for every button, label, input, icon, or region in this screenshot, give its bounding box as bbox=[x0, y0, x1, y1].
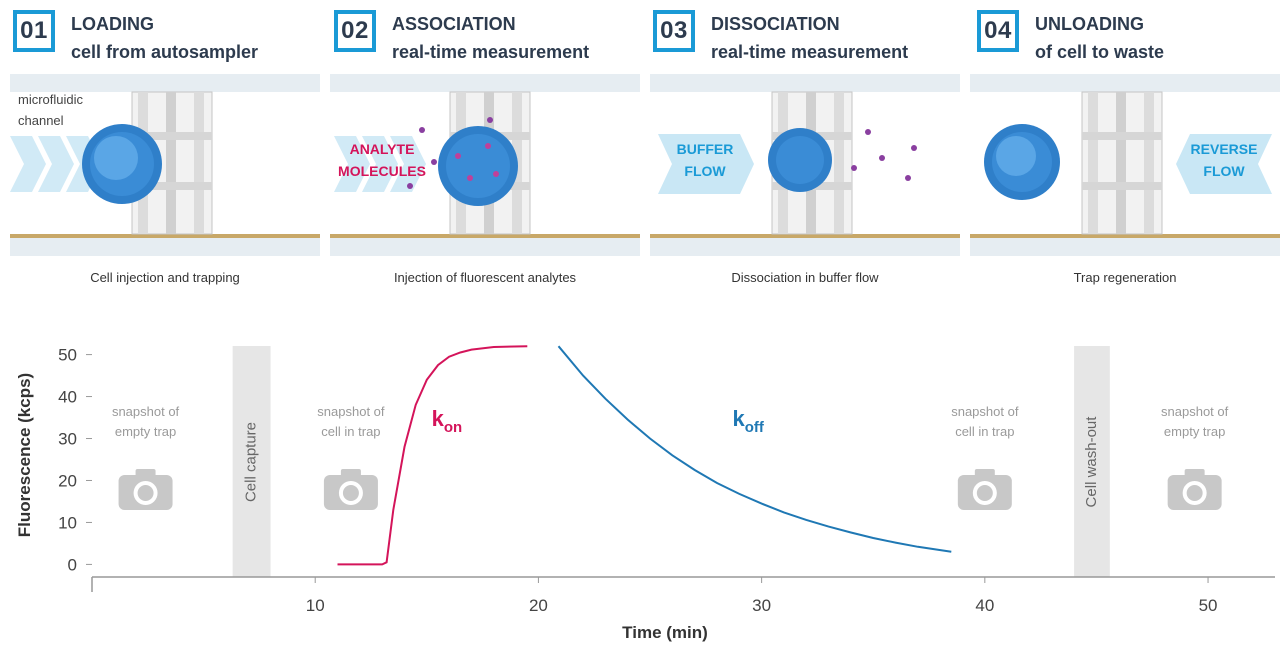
panel-unloading: REVERSE FLOW bbox=[970, 74, 1280, 256]
highlight-band bbox=[232, 346, 271, 577]
step-caption: Injection of fluorescent analytes bbox=[393, 270, 577, 285]
rate-symbol: k bbox=[432, 406, 445, 431]
band-label: Cell wash-out bbox=[1083, 416, 1100, 508]
rate-symbol: k bbox=[733, 406, 746, 431]
y-tick-label: 50 bbox=[58, 346, 77, 365]
snapshot-label: empty trap bbox=[115, 424, 176, 439]
flow-chevrons bbox=[334, 136, 426, 192]
x-tick-label: 50 bbox=[1199, 596, 1218, 615]
step-number: 02 bbox=[334, 10, 376, 52]
y-tick-label: 30 bbox=[58, 430, 77, 449]
y-axis-label: Fluorescence (kcps) bbox=[15, 373, 34, 537]
step-title: UNLOADING of cell to waste bbox=[1035, 10, 1164, 66]
band-label: Cell capture bbox=[243, 422, 260, 502]
x-tick-label: 10 bbox=[306, 596, 325, 615]
reverse-flow-line2: FLOW bbox=[1203, 163, 1245, 179]
step-caption: Dissociation in buffer flow bbox=[731, 270, 879, 285]
step-number: 04 bbox=[977, 10, 1019, 52]
step-title: LOADING cell from autosampler bbox=[71, 10, 258, 66]
snapshot-label: empty trap bbox=[1164, 424, 1225, 439]
buffer-flow-line2: FLOW bbox=[684, 163, 726, 179]
analyte-label-line2: MOLECULES bbox=[338, 163, 426, 179]
channel-label: microfluidic channel bbox=[18, 92, 84, 128]
analyte-molecules-icon bbox=[407, 117, 493, 189]
snapshot-label: cell in trap bbox=[955, 424, 1014, 439]
step-title-main: UNLOADING bbox=[1035, 14, 1144, 34]
reverse-flow-label: REVERSE FLOW bbox=[1191, 141, 1258, 179]
rate-label-off: koff bbox=[733, 406, 765, 436]
rate-subscript: off bbox=[745, 419, 765, 436]
flow-arrow bbox=[658, 134, 754, 194]
camera-icon bbox=[1167, 469, 1222, 510]
series-line-kon bbox=[337, 345, 528, 566]
step-number: 01 bbox=[13, 10, 55, 52]
series-line-koff bbox=[557, 345, 952, 553]
step-caption: Cell injection and trapping bbox=[90, 270, 240, 285]
snapshot-label: snapshot of bbox=[112, 404, 180, 419]
step-title-sub: cell from autosampler bbox=[71, 42, 259, 62]
reverse-flow-line1: REVERSE bbox=[1191, 141, 1258, 157]
step-number: 03 bbox=[653, 10, 695, 52]
cell-icon bbox=[984, 124, 1060, 200]
x-tick-label: 30 bbox=[752, 596, 771, 615]
highlight-band bbox=[1074, 346, 1110, 577]
x-tick-label: 20 bbox=[529, 596, 548, 615]
snapshot-label: snapshot of bbox=[1161, 404, 1229, 419]
panel-association: ANALYTE MOLECULES bbox=[330, 74, 640, 256]
snapshot-label: snapshot of bbox=[951, 404, 1019, 419]
analyte-label: ANALYTE MOLECULES bbox=[338, 141, 426, 179]
step-title-main: DISSOCIATION bbox=[711, 14, 840, 34]
x-tick-label: 40 bbox=[975, 596, 994, 615]
snapshot-label: cell in trap bbox=[321, 424, 380, 439]
cell-icon bbox=[82, 124, 162, 204]
cell-icon bbox=[768, 128, 832, 192]
dissociated-molecules-icon bbox=[851, 129, 917, 181]
fluorescence-chart: Cell capture Cell wash-out 0 10 20 30 40 50 10 20… bbox=[15, 345, 1275, 642]
rate-label-on: kon bbox=[432, 406, 463, 436]
snapshot-label: snapshot of bbox=[317, 404, 385, 419]
analyte-label-line1: ANALYTE bbox=[350, 141, 415, 157]
step-title-sub: real-time measurement bbox=[711, 42, 909, 62]
rate-subscript: on bbox=[444, 419, 462, 436]
step-title: DISSOCIATION real-time measurement bbox=[711, 10, 908, 66]
step-caption: Trap regeneration bbox=[1073, 270, 1177, 285]
camera-icon bbox=[118, 469, 173, 510]
trap-icon bbox=[1081, 91, 1163, 235]
camera-icon bbox=[957, 469, 1012, 510]
step-title-main: LOADING bbox=[71, 14, 154, 34]
step-title-main: ASSOCIATION bbox=[392, 14, 516, 34]
y-tick-label: 40 bbox=[58, 388, 77, 407]
step-title-sub: real-time measurement bbox=[392, 42, 590, 62]
buffer-flow-line1: BUFFER bbox=[677, 141, 734, 157]
channel-label-line1: microfluidic bbox=[18, 92, 84, 107]
panel-loading: microfluidic channel bbox=[10, 74, 320, 256]
reverse-flow-arrow bbox=[1176, 134, 1272, 194]
step-title-sub: of cell to waste bbox=[1035, 42, 1165, 62]
x-axis-label: Time (min) bbox=[622, 623, 708, 642]
buffer-flow-label: BUFFER FLOW bbox=[677, 141, 734, 179]
panel-dissociation: BUFFER FLOW bbox=[650, 74, 960, 256]
step-title: ASSOCIATION real-time measurement bbox=[392, 10, 589, 66]
y-tick-label: 0 bbox=[68, 555, 77, 574]
y-tick-label: 10 bbox=[58, 513, 77, 532]
channel-label-line2: channel bbox=[18, 113, 64, 128]
cell-icon bbox=[438, 126, 518, 206]
camera-icon bbox=[323, 469, 378, 510]
y-tick-label: 20 bbox=[58, 471, 77, 490]
